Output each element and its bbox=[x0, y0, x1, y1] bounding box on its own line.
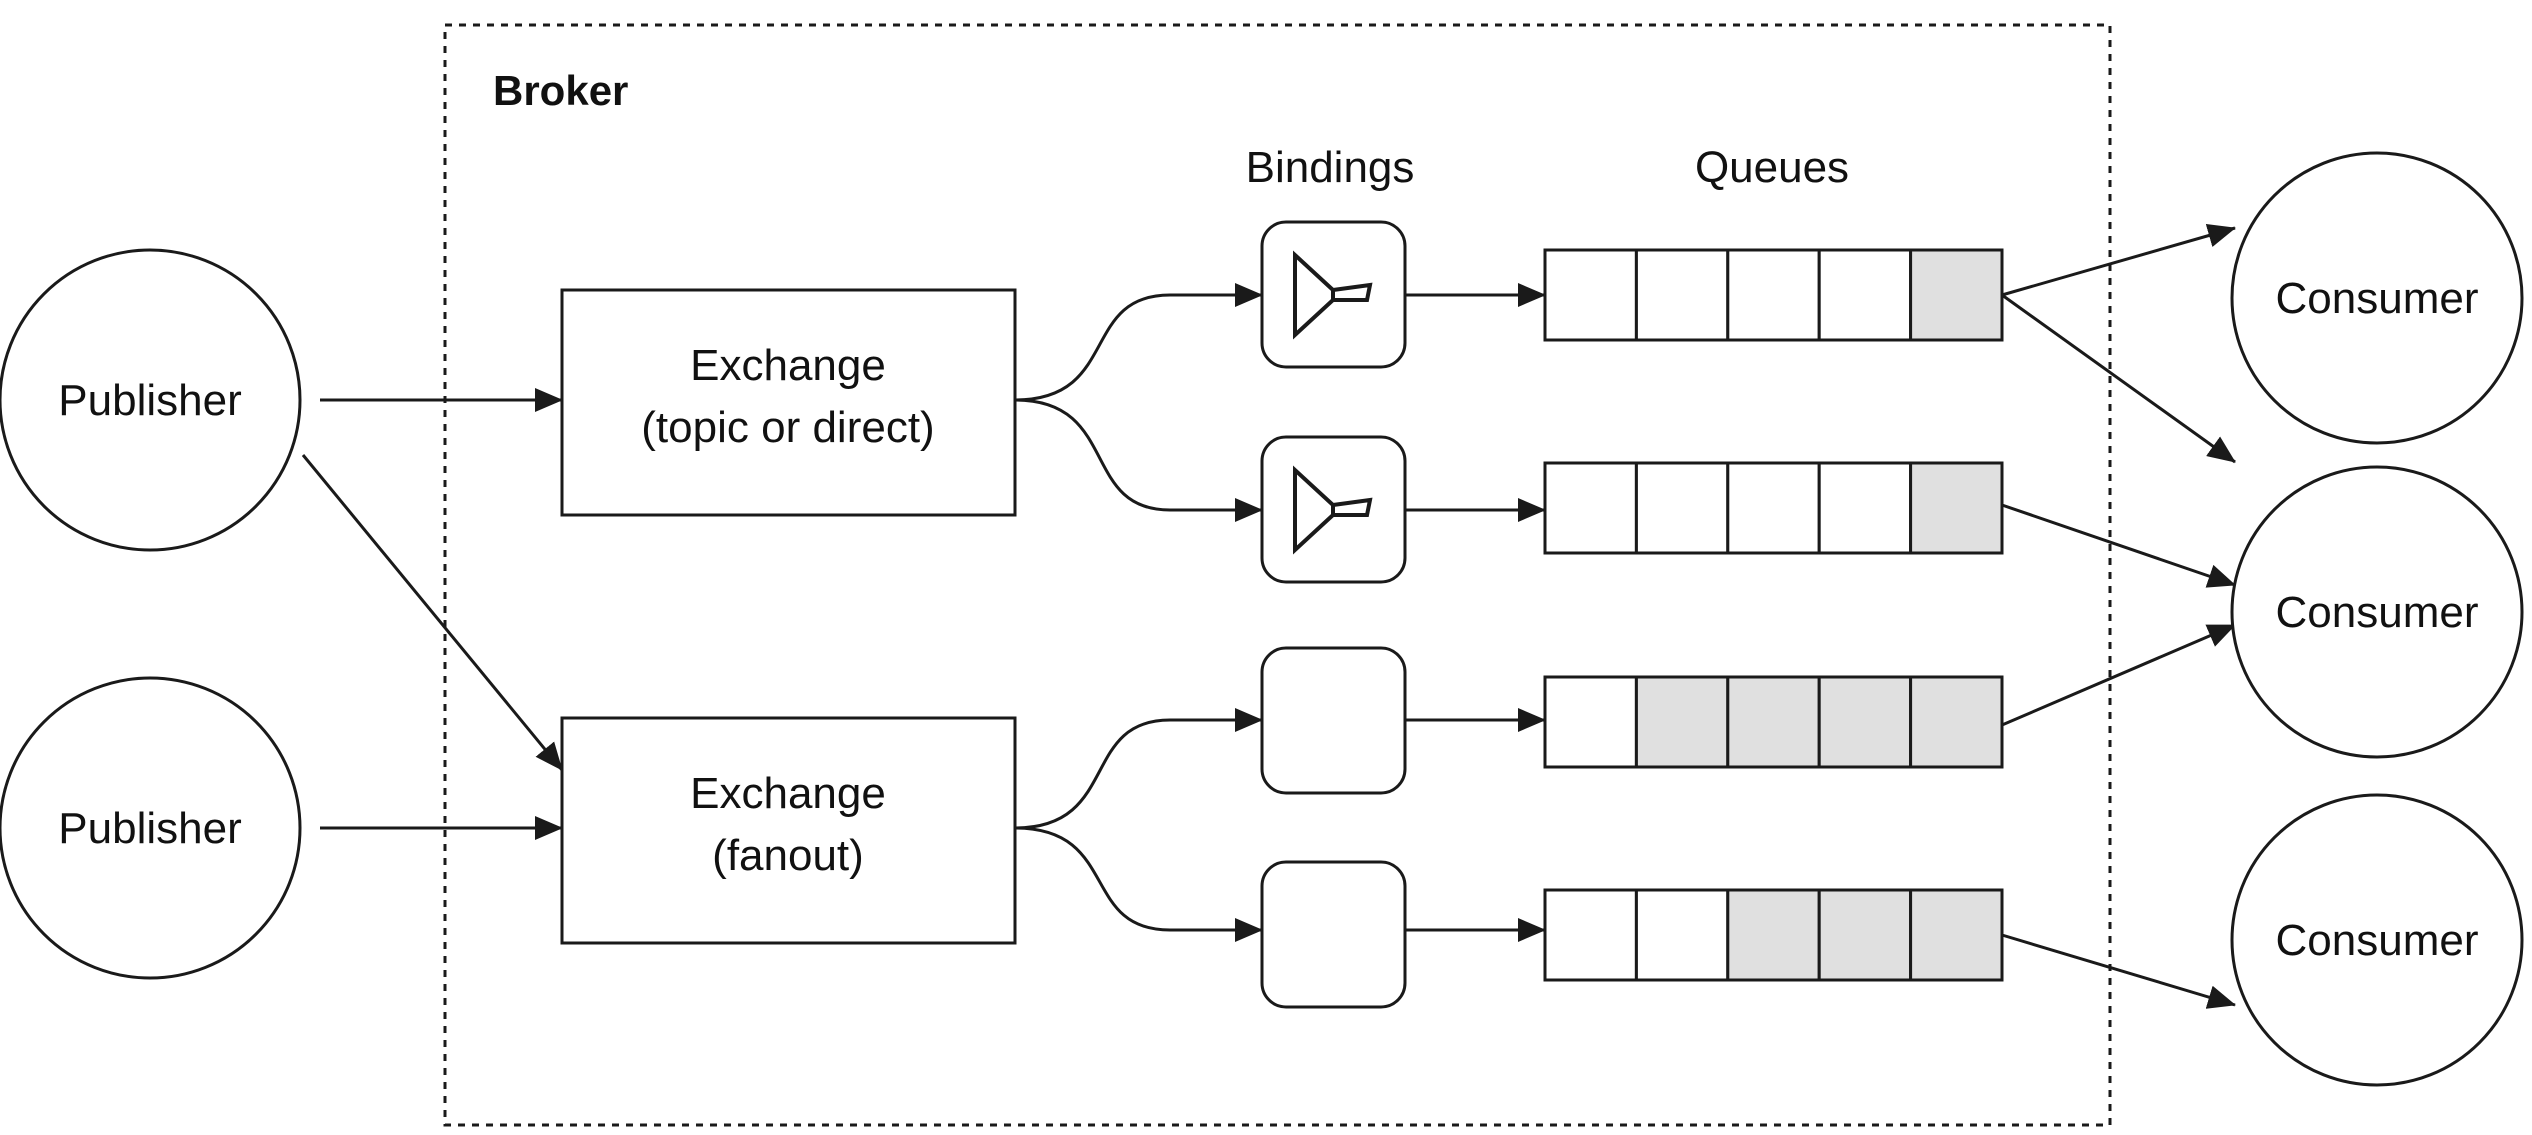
binding-node bbox=[1260, 646, 1407, 795]
binding-box bbox=[1260, 860, 1407, 1009]
queue bbox=[1543, 461, 2004, 555]
publisher-label: Publisher bbox=[58, 804, 241, 853]
queues-header: Queues bbox=[1695, 143, 1849, 192]
broker-border bbox=[443, 23, 2112, 1127]
queue-slot-filled bbox=[1909, 675, 2004, 769]
queue-slot-empty bbox=[1543, 675, 1638, 769]
binding-node bbox=[1260, 435, 1407, 584]
publisher-label: Publisher bbox=[58, 376, 241, 425]
consumer-node: Consumer bbox=[2230, 151, 2524, 445]
queue bbox=[1543, 248, 2004, 342]
queue-slot-empty bbox=[1634, 461, 1730, 555]
edge-exchange1-binding3 bbox=[1014, 826, 1263, 942]
bindings-header: Bindings bbox=[1246, 143, 1415, 192]
edge-publisher0-exchange1 bbox=[301, 454, 564, 771]
queue-slot-empty bbox=[1634, 248, 1730, 342]
consumer-label: Consumer bbox=[2276, 588, 2479, 637]
queue-slot-filled bbox=[1817, 888, 1913, 982]
queue-slot-filled bbox=[1634, 675, 1730, 769]
queue-slot-empty bbox=[1634, 888, 1730, 982]
binding-node bbox=[1260, 220, 1407, 369]
binding-node bbox=[1260, 860, 1407, 1009]
consumer-circle bbox=[2230, 465, 2524, 759]
queue-slot-empty bbox=[1726, 461, 1821, 555]
edge-queue0-consumer1 bbox=[2001, 293, 2236, 464]
consumer-circle bbox=[2230, 151, 2524, 445]
queue bbox=[1543, 675, 2004, 769]
queue-slot-filled bbox=[1726, 888, 1821, 982]
queue-slot-filled bbox=[1909, 461, 2004, 555]
connectors bbox=[301, 223, 2236, 1009]
consumer-label: Consumer bbox=[2276, 274, 2479, 323]
exchange-title: Exchange bbox=[690, 769, 886, 818]
publisher-circle bbox=[0, 676, 302, 980]
queue bbox=[1543, 888, 2004, 982]
consumer-node: Consumer bbox=[2230, 793, 2524, 1087]
queue-slot-filled bbox=[1726, 675, 1821, 769]
edge-exchange0-binding1 bbox=[1014, 398, 1263, 522]
exchange-type: (topic or direct) bbox=[641, 403, 934, 452]
edge-queue0-consumer0 bbox=[2001, 223, 2236, 297]
consumer-circle bbox=[2230, 793, 2524, 1087]
publisher-node: Publisher bbox=[0, 676, 302, 980]
edge-queue1-consumer1 bbox=[2001, 503, 2236, 588]
edge-exchange0-binding0 bbox=[1014, 283, 1263, 402]
exchange-node: Exchange (topic or direct) bbox=[560, 288, 1017, 517]
queue-slot-empty bbox=[1543, 888, 1638, 982]
broker-label: Broker bbox=[493, 67, 628, 114]
edge-exchange1-binding2 bbox=[1014, 708, 1263, 830]
queue-slot-empty bbox=[1543, 461, 1638, 555]
exchange-type: (fanout) bbox=[712, 831, 864, 880]
filter-icon bbox=[1293, 250, 1373, 340]
publisher-node: Publisher bbox=[0, 248, 302, 552]
queue-slot-filled bbox=[1817, 675, 1913, 769]
consumer-label: Consumer bbox=[2276, 916, 2479, 965]
binding-box bbox=[1260, 646, 1407, 795]
edge-queue3-consumer2 bbox=[2001, 933, 2236, 1009]
edge-queue2-consumer1 bbox=[2001, 623, 2236, 727]
queue-slot-filled bbox=[1909, 248, 2004, 342]
exchange-box bbox=[560, 288, 1017, 517]
queues-group bbox=[1543, 248, 2004, 982]
exchange-title: Exchange bbox=[690, 341, 886, 390]
queue-slot-filled bbox=[1909, 888, 2004, 982]
broker-boundary: Broker bbox=[443, 23, 2112, 1127]
publisher-circle bbox=[0, 248, 302, 552]
queue-slot-empty bbox=[1543, 248, 1638, 342]
queue-slot-empty bbox=[1817, 248, 1913, 342]
exchange-box bbox=[560, 716, 1017, 945]
queue-slot-empty bbox=[1726, 248, 1821, 342]
queue-slot-empty bbox=[1817, 461, 1913, 555]
filter-icon bbox=[1293, 465, 1373, 555]
exchange-node: Exchange (fanout) bbox=[560, 716, 1017, 945]
consumer-node: Consumer bbox=[2230, 465, 2524, 759]
